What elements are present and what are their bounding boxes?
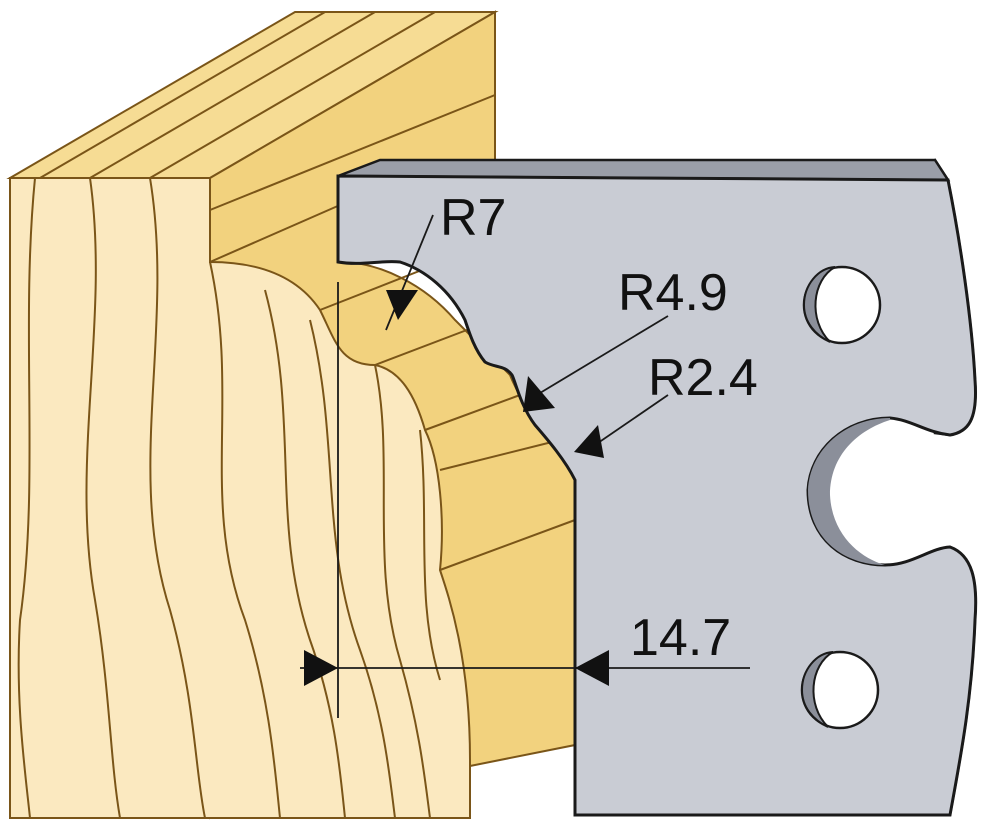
r49-arrowhead	[523, 376, 555, 412]
r24-arrowhead	[574, 425, 604, 458]
top-grain-lines	[39, 11, 436, 179]
knife-blade	[336, 158, 978, 817]
blade-hole-lower	[800, 650, 880, 730]
wood-block	[6, 10, 576, 820]
blade-hole-upper	[802, 265, 882, 345]
wood-front-face	[9, 177, 471, 819]
r7-label: R7	[440, 189, 506, 247]
front-grain-lines	[17, 177, 441, 819]
r24-label: R2.4	[648, 349, 758, 407]
blade-notch-shadow	[808, 418, 890, 565]
dimension-annotations: R7 R4.9 R2.4 14.7	[300, 189, 758, 718]
blade-front-face	[336, 174, 978, 817]
width-right-arrowhead	[575, 650, 609, 686]
r49-label: R4.9	[618, 264, 728, 322]
r7-arrowhead	[386, 290, 418, 320]
width-left-arrowhead	[304, 650, 338, 686]
width-label: 14.7	[630, 609, 731, 667]
